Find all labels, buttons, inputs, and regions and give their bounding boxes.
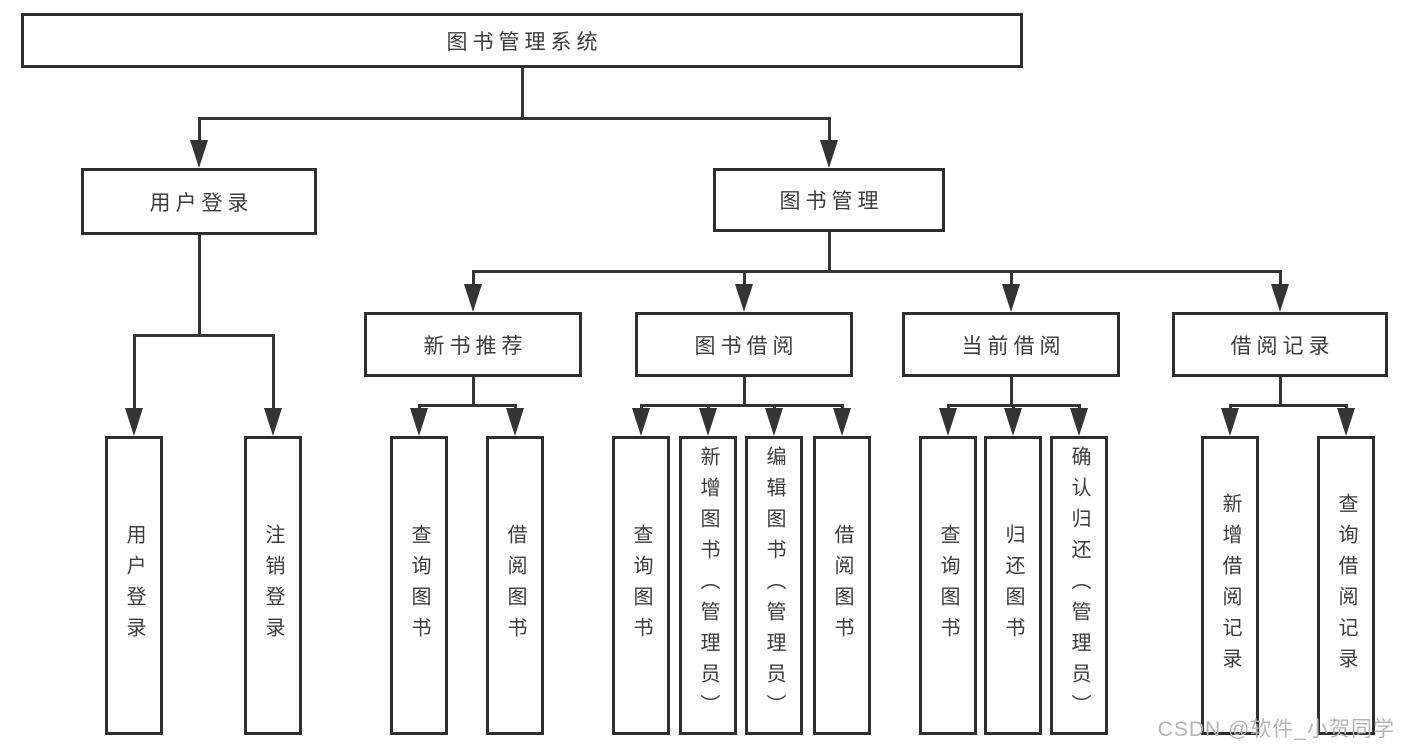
leaf-query-borrow-record: 查询借阅记录: [1317, 436, 1375, 735]
connector-vline: [471, 377, 475, 406]
arrowhead-down-icon: [1271, 284, 1289, 312]
connector-vline: [827, 232, 831, 272]
leaf-query-books-recommend: 查询图书: [390, 436, 448, 735]
leaf-add-book-admin: 新增图书（管理员）: [679, 436, 737, 735]
connector-hline: [132, 333, 275, 337]
connector-vline: [132, 335, 136, 416]
leaf-return-books-label: 归还图书: [1002, 523, 1024, 648]
arrowhead-down-icon: [735, 284, 753, 312]
node-borrowing-records: 借阅记录: [1172, 312, 1388, 377]
leaf-confirm-return-admin-label: 确认归还（管理员）: [1068, 446, 1090, 725]
leaf-query-borrow-record-label: 查询借阅记录: [1335, 492, 1357, 679]
arrowhead-down-icon: [699, 408, 717, 436]
node-book-borrowing: 图书借阅: [635, 312, 853, 377]
node-new-book-recommendation-label: 新书推荐: [423, 334, 528, 358]
arrowhead-down-icon: [1004, 408, 1022, 436]
node-borrowing-records-label: 借阅记录: [1230, 334, 1335, 358]
arrowhead-down-icon: [820, 140, 838, 168]
leaf-edit-book-admin-label: 编辑图书（管理员）: [763, 446, 785, 725]
arrowhead-down-icon: [410, 408, 428, 436]
leaf-logout-label: 注销登录: [262, 523, 284, 648]
connector-vline: [197, 118, 201, 148]
node-book-management-label: 图书管理: [779, 190, 884, 213]
root-node: 图书管理系统: [21, 13, 1023, 68]
leaf-borrow-books-recommend: 借阅图书: [486, 436, 544, 735]
leaf-query-books-recommend-label: 查询图书: [408, 523, 430, 648]
leaf-add-borrow-record: 新增借阅记录: [1201, 436, 1259, 735]
arrowhead-down-icon: [833, 408, 851, 436]
connector-vline: [271, 335, 275, 416]
node-book-management: 图书管理: [713, 168, 945, 232]
node-user-login-label: 用户登录: [149, 191, 254, 215]
connector-hline: [471, 269, 1282, 273]
leaf-user-login-label: 用户登录: [123, 523, 145, 648]
connector-hline: [639, 403, 844, 407]
arrowhead-down-icon: [125, 408, 143, 436]
leaf-logout: 注销登录: [244, 436, 302, 735]
connector-vline: [742, 377, 746, 406]
node-user-login: 用户登录: [81, 168, 317, 235]
connector-vline: [1009, 377, 1013, 406]
arrowhead-down-icon: [464, 284, 482, 312]
leaf-query-books-borrowing-label: 查询图书: [630, 523, 652, 648]
leaf-add-borrow-record-label: 新增借阅记录: [1219, 492, 1241, 679]
leaf-edit-book-admin: 编辑图书（管理员）: [745, 436, 803, 735]
connector-hline: [417, 403, 517, 407]
node-current-borrowing: 当前借阅: [902, 312, 1120, 377]
leaf-query-books-current-label: 查询图书: [937, 523, 959, 648]
connector-vline: [1009, 271, 1013, 292]
arrowhead-down-icon: [190, 140, 208, 168]
node-new-book-recommendation: 新书推荐: [364, 312, 582, 377]
leaf-return-books: 归还图书: [984, 436, 1042, 735]
arrowhead-down-icon: [1337, 408, 1355, 436]
connector-vline: [742, 271, 746, 292]
leaf-add-book-admin-label: 新增图书（管理员）: [697, 446, 719, 725]
arrowhead-down-icon: [506, 408, 524, 436]
arrowhead-down-icon: [1221, 408, 1239, 436]
connector-vline: [197, 235, 201, 336]
arrowhead-down-icon: [939, 408, 957, 436]
leaf-borrow-books-recommend-label: 借阅图书: [504, 523, 526, 648]
connector-hline: [197, 116, 831, 120]
node-current-borrowing-label: 当前借阅: [961, 334, 1066, 358]
leaf-confirm-return-admin: 确认归还（管理员）: [1050, 436, 1108, 735]
leaf-borrow-books-borrowing: 借阅图书: [813, 436, 871, 735]
connector-vline: [471, 271, 475, 292]
arrowhead-down-icon: [264, 408, 282, 436]
root-node-label: 图书管理系统: [446, 30, 603, 54]
connector-vline: [1278, 377, 1282, 406]
leaf-query-books-borrowing: 查询图书: [612, 436, 670, 735]
connector-vline: [520, 68, 524, 119]
leaf-query-books-current: 查询图书: [919, 436, 977, 735]
node-book-borrowing-label: 图书借阅: [694, 334, 799, 358]
leaf-user-login: 用户登录: [105, 436, 163, 735]
connector-vline: [1278, 271, 1282, 292]
arrowhead-down-icon: [1070, 408, 1088, 436]
connector-vline: [827, 118, 831, 148]
leaf-borrow-books-borrowing-label: 借阅图书: [831, 523, 853, 648]
arrowhead-down-icon: [1002, 284, 1020, 312]
arrowhead-down-icon: [765, 408, 783, 436]
arrowhead-down-icon: [632, 408, 650, 436]
csdn-watermark: CSDN @软件_小贺同学: [1157, 718, 1395, 741]
connector-hline: [1228, 403, 1348, 407]
